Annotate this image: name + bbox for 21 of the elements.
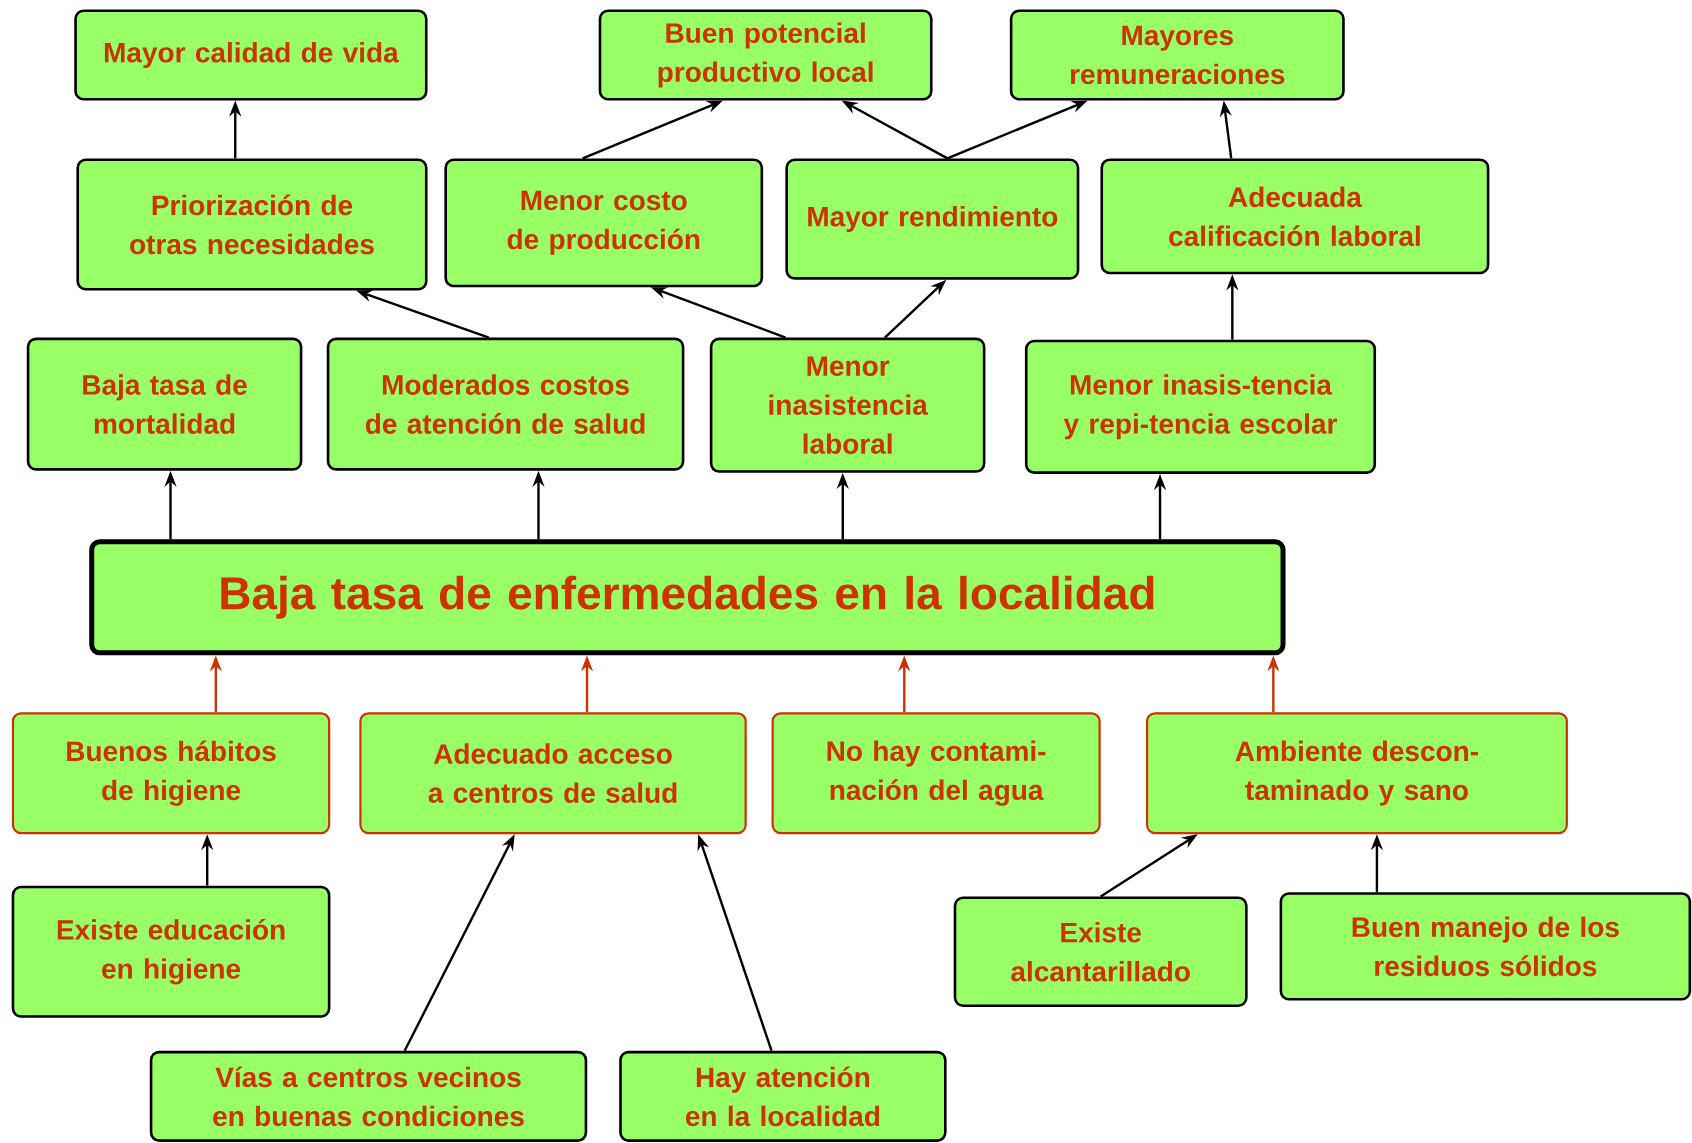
- text-box: Existe alcantarillado: [953, 896, 1248, 1008]
- text-box: Buen potencial productivo local: [598, 9, 933, 101]
- text-box: Mayores remuneraciones: [1009, 9, 1345, 101]
- text-box: Mayor calidad de vida: [74, 9, 428, 101]
- text-box: Buenos hábitos de higiene: [11, 712, 331, 835]
- text-box: Adecuada calificación laboral: [1100, 158, 1490, 275]
- text-box: Menor inasis-tencia y repi-tencia escolar: [1024, 339, 1377, 475]
- text-box: Hay atención en la localidad: [619, 1050, 947, 1142]
- text-box: Ambiente descon-taminado y sano: [1145, 712, 1568, 835]
- text-box: Baja tasa de mortalidad: [26, 337, 303, 471]
- text-box: Mayor rendimiento: [785, 158, 1080, 280]
- text-box: Baja tasa de enfermedades en la localidad: [89, 539, 1286, 656]
- text-box: Existe educación en higiene: [11, 885, 331, 1018]
- text-box: Menor inasistencia laboral: [709, 337, 986, 473]
- text-box: Priorización de otras necesidades: [76, 158, 428, 291]
- text-box: Vías a centros vecinos en buenas condiciones: [149, 1050, 588, 1142]
- text-box: Moderados costos de atención de salud: [326, 337, 685, 471]
- text-box: No hay contami-nación del agua: [771, 712, 1101, 835]
- text-box: Adecuado acceso a centros de salud: [359, 712, 747, 835]
- text-box: Buen manejo de los residuos sólidos: [1279, 892, 1692, 1001]
- text-box: Menor costo de producción: [444, 158, 764, 288]
